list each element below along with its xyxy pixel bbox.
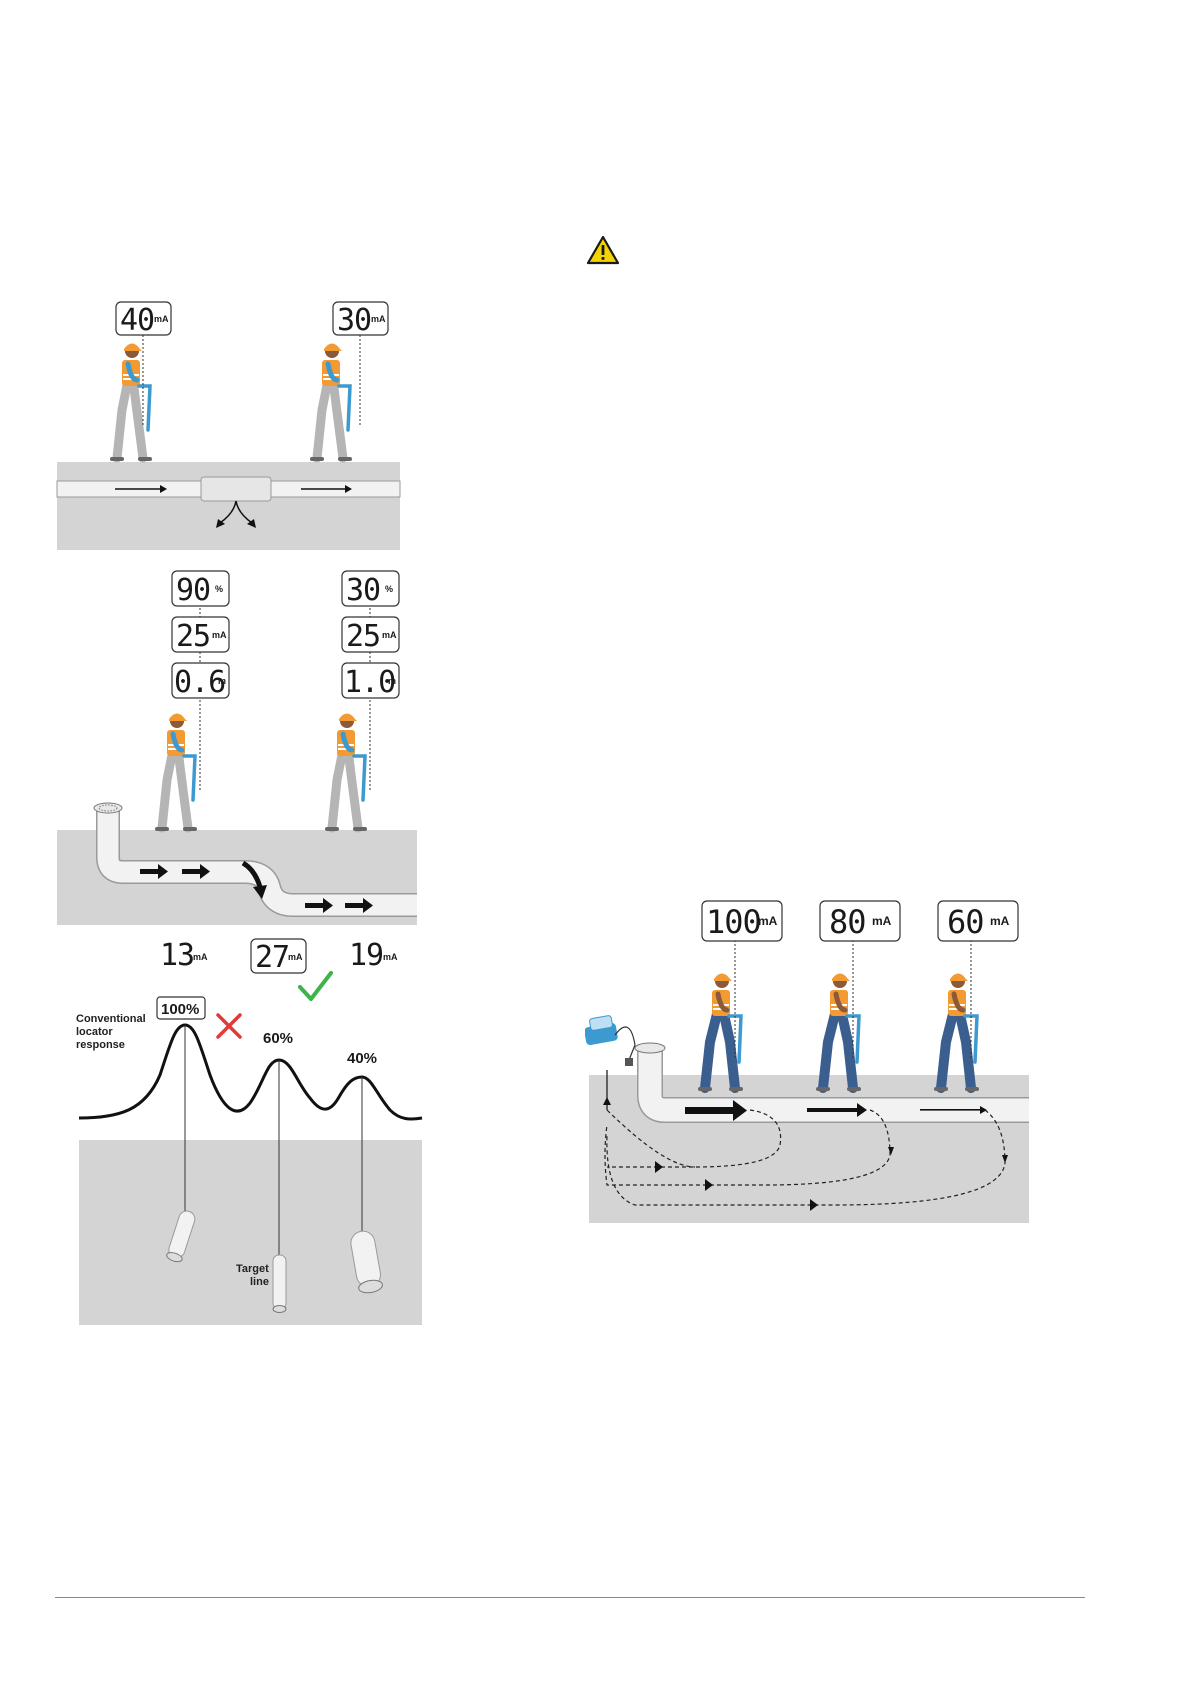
current-19-value: 19 — [349, 938, 383, 973]
figure-locator-response: 13 mA 27 mA 19 mA 100% 60% 40% Conventio… — [55, 935, 425, 1330]
current-19-unit: mA — [383, 952, 398, 962]
figure-depth-signal: 90 % 25 mA 0.6 m 30 % 25 mA 1.0 m — [55, 565, 420, 930]
cross-icon — [218, 1015, 240, 1037]
worker-left — [110, 344, 152, 462]
display-40-unit: mA — [154, 314, 169, 324]
current-left-value: 25 — [176, 619, 210, 654]
worker-3 — [934, 974, 979, 1092]
signal-right-unit: % — [385, 584, 393, 594]
display-30-value: 30 — [337, 303, 371, 338]
display-40-value: 40 — [120, 303, 154, 338]
current-27-unit: mA — [288, 952, 303, 962]
peak-label-2: 60% — [263, 1030, 293, 1047]
depth-right-unit: m — [388, 676, 396, 686]
display-2-unit: mA — [872, 914, 892, 928]
display-1-value: 100 — [706, 903, 761, 941]
target-label-2: line — [250, 1276, 269, 1288]
current-right-value: 25 — [346, 619, 380, 654]
display-30-unit: mA — [371, 314, 386, 324]
current-left-unit: mA — [212, 630, 227, 640]
peak-label-1: 100% — [161, 1001, 199, 1018]
warning-icon — [586, 235, 620, 265]
display-2-value: 80 — [829, 903, 866, 941]
worker-left — [155, 714, 197, 832]
signal-left-value: 90 — [176, 573, 210, 608]
current-27-value: 27 — [255, 940, 289, 975]
target-label-1: Target — [236, 1263, 269, 1275]
depth-left-unit: m — [218, 676, 226, 686]
signal-right-value: 30 — [346, 573, 380, 608]
response-label-2: locator — [76, 1026, 113, 1038]
current-right-unit: mA — [382, 630, 397, 640]
display-3-unit: mA — [990, 914, 1010, 928]
current-13-value: 13 — [160, 938, 194, 973]
check-icon — [300, 973, 331, 999]
worker-1 — [698, 974, 743, 1092]
display-1-unit: mA — [758, 914, 778, 928]
worker-right — [325, 714, 367, 832]
signal-left-unit: % — [215, 584, 223, 594]
figure-current-decay: 100 mA 80 mA 60 mA — [585, 895, 1035, 1230]
response-label-3: response — [76, 1039, 125, 1051]
figure-fault-detection: 40 mA 30 mA — [55, 295, 405, 555]
current-13-unit: mA — [193, 952, 208, 962]
peak-label-3: 40% — [347, 1050, 377, 1067]
footer-divider — [55, 1597, 1085, 1598]
transmitter — [585, 1015, 635, 1066]
worker-right — [310, 344, 352, 462]
display-3-value: 60 — [947, 903, 984, 941]
worker-2 — [816, 974, 861, 1092]
target-line — [273, 1255, 286, 1313]
response-curve — [79, 1025, 422, 1119]
response-label-1: Conventional — [76, 1013, 146, 1025]
